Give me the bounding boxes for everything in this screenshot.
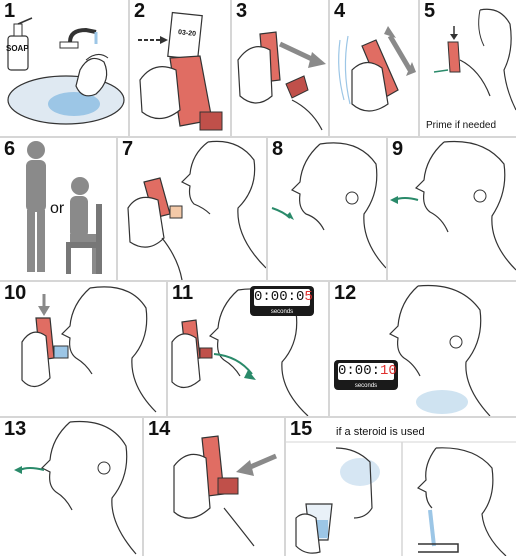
- timer-digits: 0:00:0: [254, 289, 305, 305]
- timer-count: 5: [304, 289, 313, 305]
- column-divider: [328, 282, 330, 416]
- hold-breath-illustration: [388, 284, 491, 416]
- row-divider: [0, 280, 516, 282]
- step-number: 3: [236, 0, 248, 22]
- hold-inhaler-illustration: [127, 140, 266, 280]
- step-3-panel: 3: [232, 0, 328, 136]
- timer-count: 10: [380, 363, 397, 379]
- step-number: 10: [4, 282, 27, 304]
- press-inhaler-illustration: [21, 286, 157, 413]
- replace-cap-illustration: [173, 435, 277, 547]
- step-number: 6: [4, 138, 16, 160]
- soap-label: SOAP: [6, 44, 29, 53]
- step-number: 2: [134, 0, 146, 22]
- column-divider: [116, 138, 118, 280]
- step-number: 13: [4, 418, 27, 440]
- step-number: 15: [290, 418, 313, 440]
- step-14-panel: 14: [144, 418, 284, 556]
- row-divider: [0, 136, 516, 138]
- step-number: 4: [334, 0, 346, 22]
- step-4-panel: 4: [330, 0, 418, 136]
- column-divider: [266, 138, 268, 280]
- timer-digits: 0:00:: [338, 363, 381, 379]
- step-8-panel: 8: [268, 138, 386, 280]
- timer-unit: seconds: [270, 309, 294, 315]
- step-number: 7: [122, 138, 134, 160]
- column-divider: [328, 0, 330, 136]
- column-divider: [142, 418, 144, 556]
- step-number: 11: [172, 282, 194, 304]
- timer-display: 0:00:10 seconds: [334, 360, 398, 390]
- column-divider: [230, 0, 232, 136]
- column-divider: [166, 282, 168, 416]
- steroid-caption: if a steroid is used: [336, 426, 425, 438]
- step-6-panel: 6 or: [0, 138, 116, 280]
- step-10-panel: 10: [0, 282, 166, 416]
- step-number: 8: [272, 138, 284, 160]
- column-divider: [418, 0, 420, 136]
- row-divider: [0, 416, 516, 418]
- breathe-out-illustration: [271, 142, 386, 269]
- step-15-panel: 15 if a steroid is used: [286, 418, 516, 556]
- check-dose-counter-illustration: [138, 11, 223, 131]
- remove-cap-illustration: [237, 31, 326, 131]
- handwashing-illustration: [7, 17, 125, 125]
- column-divider: [128, 0, 130, 136]
- timer-unit: seconds: [354, 383, 378, 389]
- breathe-out-fully-illustration: [390, 140, 516, 271]
- column-divider: [284, 418, 286, 556]
- step-number: 9: [392, 138, 404, 160]
- step-number: 12: [334, 282, 357, 304]
- step-11-panel: 11 0:00:05 seconds: [168, 282, 328, 416]
- step-12-panel: 12 0:00:10 seconds: [330, 282, 516, 416]
- step-number: 14: [148, 418, 171, 440]
- step-7-panel: 7: [118, 138, 266, 280]
- shake-inhaler-illustration: [338, 26, 416, 112]
- step-number: 1: [4, 0, 16, 22]
- step-9-panel: 9: [388, 138, 516, 280]
- prime-inhaler-illustration: [433, 8, 516, 111]
- step-1-panel: 1 SOAP: [0, 0, 128, 136]
- column-divider: [386, 138, 388, 280]
- or-label: or: [50, 200, 65, 217]
- step-5-panel: 5 Prime if needed: [420, 0, 516, 136]
- prime-caption: Prime if needed: [426, 120, 497, 131]
- timer-display: 0:00:05 seconds: [250, 286, 314, 316]
- rinse-mouth-illustration: [286, 441, 516, 556]
- step-number: 5: [424, 0, 436, 22]
- step-13-panel: 13: [0, 418, 142, 556]
- step-2-panel: 2 03-20: [130, 0, 230, 136]
- exhale-illustration: [14, 420, 137, 555]
- stand-or-sit-illustration: [26, 141, 102, 274]
- inhale-slowly-illustration: [171, 288, 309, 416]
